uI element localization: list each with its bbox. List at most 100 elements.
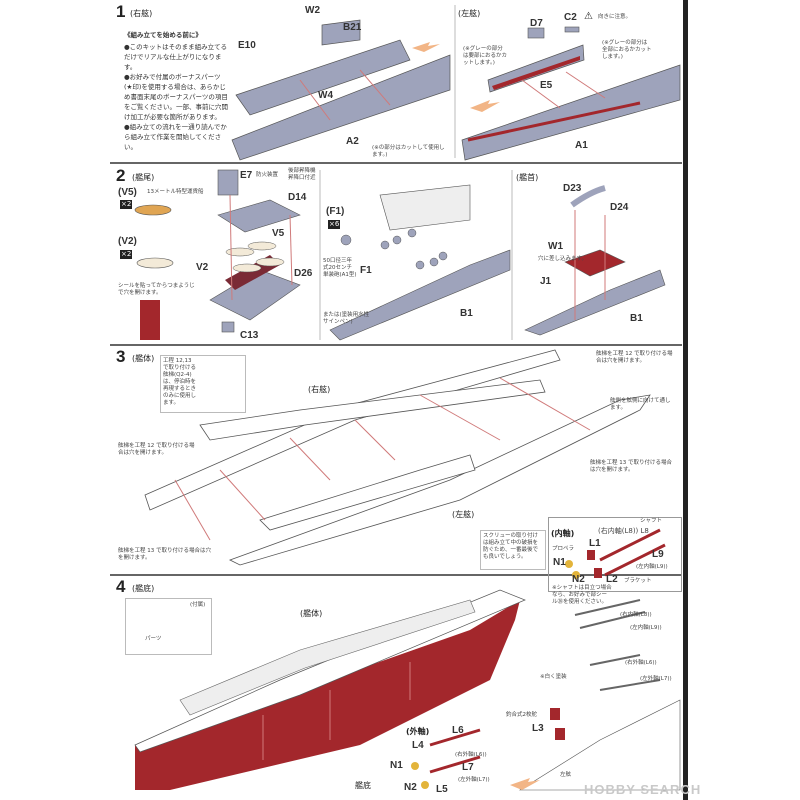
part-w2: W2 [305,5,320,16]
l7-label: L7 [462,762,474,773]
part-a1: A1 [575,140,588,151]
bottom-label: 艦底 [355,781,371,790]
v5-qty: ×2 [120,200,133,209]
left-outer-label: (左外軸(L7)) [640,676,672,682]
starboard-label: (右舷) [308,385,331,394]
intro-bullet: ●このキットはそのまま組み立てるだけでリアルな仕上がりになります。 [124,43,228,71]
part-e7: E7 [240,170,253,181]
part-w4: W4 [318,90,333,101]
port-side-label: 左舷 [560,772,572,778]
seal-note: シールを貼ってからつまようじで穴を開けます。 [118,283,195,296]
part-b21: B21 [343,22,362,33]
l6-desc: (右外軸(L6)) [455,752,487,758]
intro-text: ●このキットはそのまま組み立てるだけでリアルな仕上がりになります。 ●お好みで付… [124,42,228,152]
v5-label: (V5) [118,187,137,198]
left-inner-label: (左内軸(L9)) [630,625,662,631]
right-inner-label: (右内軸(L8)) [620,612,652,618]
l5-label: L5 [436,784,448,795]
l8-label: (右内軸(L8)) L8 [598,527,649,535]
anchor-ladder-note-text: 工程 12,13 で取り付ける舷梯(Q2-4)は、停泊時を再現するときのみに使用… [163,358,197,406]
anchor-ladder-note: 工程 12,13 で取り付ける舷梯(Q2-4)は、停泊時を再現するときのみに使用… [160,355,246,413]
divider [110,162,682,164]
l9-label: L9 [652,549,664,560]
intro-heading: 《組み立てを始める前に》 [124,31,202,39]
port-note-left: (※グレーの部分は要部におるかカットします。) [463,46,508,66]
shaft-label: シャフト [640,518,663,524]
part-e10: E10 [238,40,256,51]
part-v2: V2 [196,262,209,273]
paint-note: または(塗装用水性サインペン) [323,312,370,325]
outer-n2-label: N2 [404,782,417,793]
step-4-number: 4 [116,577,126,596]
l9-desc: (左内軸(L9)) [636,564,668,570]
v2-label: (V2) [118,236,137,247]
accessory-box [125,598,212,655]
intro-bullet: ●組み立ての流れを一通り読んでから組み立て作業を開始してください。 [124,123,227,151]
starboard-hull-part-a2 [231,19,451,161]
l7-desc: (左外軸(L7)) [458,777,490,783]
step-2-title: (艦尾) [132,173,155,182]
n1-label: N1 [553,557,566,568]
hull-label: (艦体) [300,609,323,618]
w1-note: 穴に差し込みます。 [538,256,587,262]
part-b1-bow: B1 [630,313,643,324]
turret-desc: 50口径三年式20センチ単装砲(A1型) [323,258,357,278]
page-edge [683,0,688,800]
direction-arrow [412,42,440,52]
part-d23: D23 [563,183,582,194]
outer-n1-label: N1 [390,760,403,771]
turret-assembly [329,184,511,341]
n2-label: N2 [572,574,585,585]
watermark-logo: HOBBY SEARCH [584,782,702,797]
bow-title: (艦首) [516,173,539,182]
note-right-mid: 舷側を舷側に向けて通します。 [610,398,671,411]
part-d7: D7 [530,18,543,29]
note-right-bottom: 舷梯を工程 13 で取り付ける場合は穴を開けます。 [590,460,672,473]
port-hull-part-a1 [461,26,681,161]
part-d26: D26 [294,268,313,279]
footnote: (※の部分はカットして使用します。) [372,145,445,158]
part-v5: V5 [272,228,285,239]
note-left-bottom: 舷梯を工程 13 で取り付ける場合は穴を開けます。 [118,548,211,561]
note-right-top: 舷梯を工程 12 で取り付ける場合は穴を開けます。 [596,351,673,364]
direction-arrow [470,100,500,112]
part-c2: C2 [564,12,577,23]
step-4-title: (艦底) [132,584,155,593]
part-a2: A2 [346,136,359,147]
hull-bottom [134,589,526,790]
note-left-top: 舷梯を工程 12 で取り付ける場合は穴を開けます。 [118,443,195,456]
step-1-number: 1 [116,2,126,21]
boat-v5 [134,204,172,216]
l3-desc: 釣合式2枚舵 [506,712,537,718]
step-3-title: (艦体) [132,354,155,363]
part-w1: W1 [548,241,563,252]
cut-note: ※白く塗装 [540,674,567,680]
warning-icon: ⚠ [584,11,593,22]
outer-shaft-title: (外軸) [406,727,430,736]
hull-sides [144,349,651,566]
l4-label: L4 [412,740,424,751]
d14-desc: 後部昇降機昇降口付近 [288,168,316,181]
part-e5: E5 [540,80,553,91]
divider [110,344,682,346]
v5-desc: 13メートル特型運貨船 [147,189,204,195]
f1-qty: ×6 [328,220,341,229]
part-c13: C13 [240,330,259,341]
accessory-label: (付属) [190,602,206,608]
l6-label: L6 [452,725,464,736]
part-b1: B1 [460,308,473,319]
part-d24: D24 [610,202,629,213]
boat-v2 [136,257,174,269]
l2-label: L2 [606,574,618,585]
propeller-label: プロペラ [552,546,575,552]
l1-label: L1 [589,538,601,549]
parts-label: パーツ [145,636,162,642]
part-d14: D14 [288,192,307,203]
port-note-right: (※グレーの部分は全部におるかカットします。) [602,40,652,60]
step-1-title: (右舷) [130,9,153,18]
e7-desc: 防火装置 [256,172,279,178]
part-j1: J1 [540,276,552,287]
v2-qty: ×2 [120,250,133,259]
part-f1: F1 [360,265,372,276]
